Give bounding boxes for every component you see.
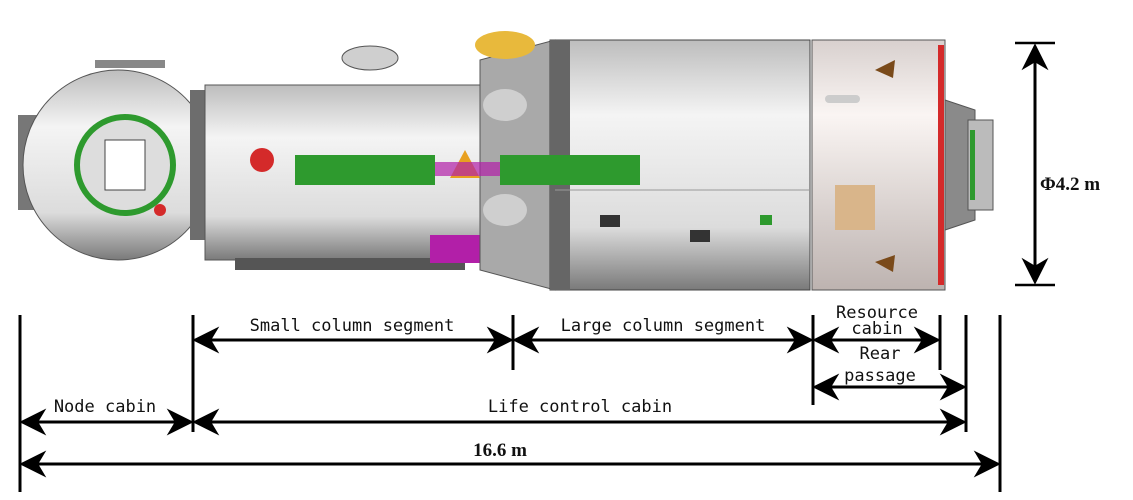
node-cabin-label: Node cabin — [54, 397, 156, 417]
solar-panel — [295, 150, 640, 185]
diameter-dimension — [1015, 41, 1055, 287]
diameter-label: Φ4.2 m — [1040, 174, 1100, 195]
station-illustration — [18, 31, 994, 291]
life-control-cabin-label: Life control cabin — [488, 397, 672, 417]
rear-passage — [944, 99, 994, 231]
large-column-label: Large column segment — [561, 316, 766, 336]
resource-cabin-label-line1: Resource — [836, 303, 918, 323]
node-cabin-sphere — [18, 60, 214, 261]
small-column-label: Small column segment — [250, 316, 455, 336]
rear-passage-label-line2: passage — [844, 366, 916, 386]
total-length-label: 16.6 m — [473, 440, 527, 461]
resource-cabin-label-line2: cabin — [851, 319, 902, 339]
rear-passage-label-line1: Rear — [860, 344, 901, 364]
resource-cabin — [811, 39, 946, 291]
